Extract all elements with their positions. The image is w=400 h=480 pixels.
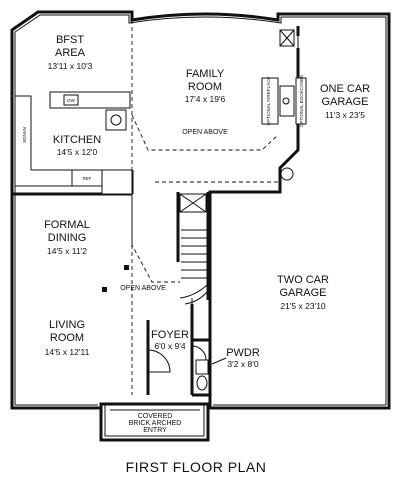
formal-dining-label-1: FORMAL: [44, 219, 90, 231]
dishwasher: [63, 94, 79, 106]
pwdr-toilet: [196, 375, 208, 391]
fireplace-flue: [282, 97, 290, 105]
family-room-label-2: ROOM: [188, 81, 222, 93]
living-room-dim: 14'5 x 12'11: [45, 347, 90, 357]
pwdr-label: PWDR: [226, 347, 260, 359]
two-car-garage-label-2: GARAGE: [279, 287, 326, 299]
column-1: [124, 265, 129, 270]
foyer-dim: 6'0 x 9'4: [154, 341, 185, 351]
one-car-garage-dim: 11'3 x 23'5: [325, 110, 365, 120]
bfst-area-dim: 13'11 x 10'3: [48, 61, 93, 71]
optional-fireplace: [261, 77, 279, 125]
doors: [102, 36, 299, 373]
pwdr-leader-line: [211, 357, 227, 365]
stairs: [179, 193, 208, 320]
pwdr-dim: 3'2 x 8'0: [227, 359, 258, 369]
kitchen-dim: 14'5 x 12'0: [57, 147, 98, 157]
family-fixtures: OPTIONAL FIREPLACE OPTIONAL BOOKCASES: [261, 29, 307, 181]
entry-label-3: ENTRY: [143, 427, 167, 434]
kitchen-counter-upper: [49, 91, 131, 109]
column-2: [102, 287, 107, 292]
sink-basin: [110, 114, 122, 126]
entry-label-2: BRICK ARCHED: [129, 420, 182, 427]
formal-dining-label-2: DINING: [48, 232, 87, 244]
dashed-lines: [131, 20, 280, 395]
family-room-label-1: FAMILY: [186, 68, 225, 80]
foyer-label: FOYER: [151, 329, 189, 341]
kitchen-label: KITCHEN: [53, 134, 101, 146]
bfst-area-label-1: BFST: [56, 34, 84, 46]
formal-dining-dim: 14'5 x 11'2: [47, 246, 87, 256]
bfst-area-label-2: AREA: [55, 47, 86, 59]
pantry: [101, 169, 133, 195]
one-car-garage-label-1: ONE CAR: [320, 83, 370, 95]
open-above-foyer: OPEN ABOVE: [120, 285, 166, 292]
two-car-garage-dim: 21'5 x 23'10: [280, 301, 326, 311]
plan-title: FIRST FLOOR PLAN: [126, 459, 267, 475]
pwdr-fixtures: [195, 359, 209, 391]
water-heater: [280, 167, 294, 181]
ref-label: REF: [83, 176, 92, 181]
living-room-label-1: LIVING: [49, 319, 85, 331]
range-label: RANGE: [22, 127, 27, 143]
entry-label-1: COVERED: [138, 413, 173, 420]
optional-bookcases: [295, 77, 307, 125]
optional-bookcases-label: OPTIONAL BOOKCASES: [299, 75, 304, 127]
open-above-family: OPEN ABOVE: [182, 129, 228, 136]
kitchen-fixtures: DW RANGE REF: [14, 91, 133, 195]
dw-label: DW: [67, 98, 75, 103]
family-room-dim: 17'4 x 19'6: [185, 94, 226, 104]
pwdr-sink: [195, 359, 209, 375]
room-labels: BFST AREA 13'11 x 10'3 FAMILY ROOM 17'4 …: [44, 34, 370, 434]
one-car-garage-label-2: GARAGE: [321, 96, 368, 108]
optional-fireplace-label: OPTIONAL FIREPLACE: [266, 77, 271, 126]
two-car-garage-label-1: TWO CAR: [277, 274, 329, 286]
living-room-label-2: ROOM: [50, 332, 84, 344]
